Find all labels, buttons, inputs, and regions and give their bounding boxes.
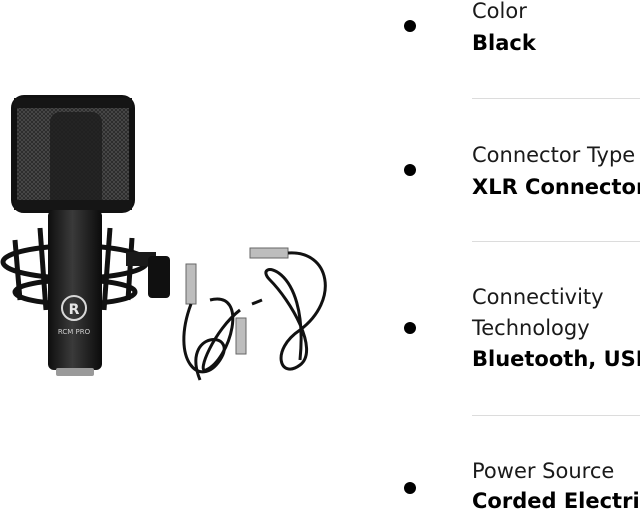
mount-knob — [126, 252, 170, 298]
bullet-icon — [404, 164, 416, 176]
divider — [472, 98, 640, 99]
usb-cable — [249, 247, 327, 371]
brand-logo: R — [69, 302, 80, 318]
microphone-body: R RCM PRO — [48, 210, 102, 376]
xlr-cable — [182, 263, 247, 381]
spec-value: XLR Connector — [472, 175, 640, 199]
spec-label: Power Source — [472, 459, 615, 483]
spec-value: Black — [472, 31, 536, 55]
spec-label: Connector Type — [472, 143, 636, 167]
pop-filter — [11, 95, 135, 213]
bullet-icon — [404, 322, 416, 334]
spec-value: Corded Electric — [472, 489, 640, 512]
divider — [472, 241, 640, 242]
spec-power-source: Power Source Corded Electric — [404, 456, 640, 512]
spec-label-line1: Connectivity — [472, 285, 604, 309]
divider — [472, 415, 640, 416]
model-label: RCM PRO — [58, 328, 91, 336]
spec-value: Bluetooth, USB — [472, 347, 640, 371]
spec-connector-type: Connector Type XLR Connector — [404, 140, 640, 200]
spec-color: Color Black — [404, 0, 640, 100]
spec-connectivity-technology: Connectivity Technology Bluetooth, USB — [404, 282, 640, 372]
spec-label-line2: Technology — [472, 316, 590, 340]
bullet-icon — [404, 20, 416, 32]
spec-label: Color — [472, 0, 527, 23]
microphone-product-image: R RCM PRO — [0, 95, 327, 381]
bullet-icon — [404, 482, 416, 494]
